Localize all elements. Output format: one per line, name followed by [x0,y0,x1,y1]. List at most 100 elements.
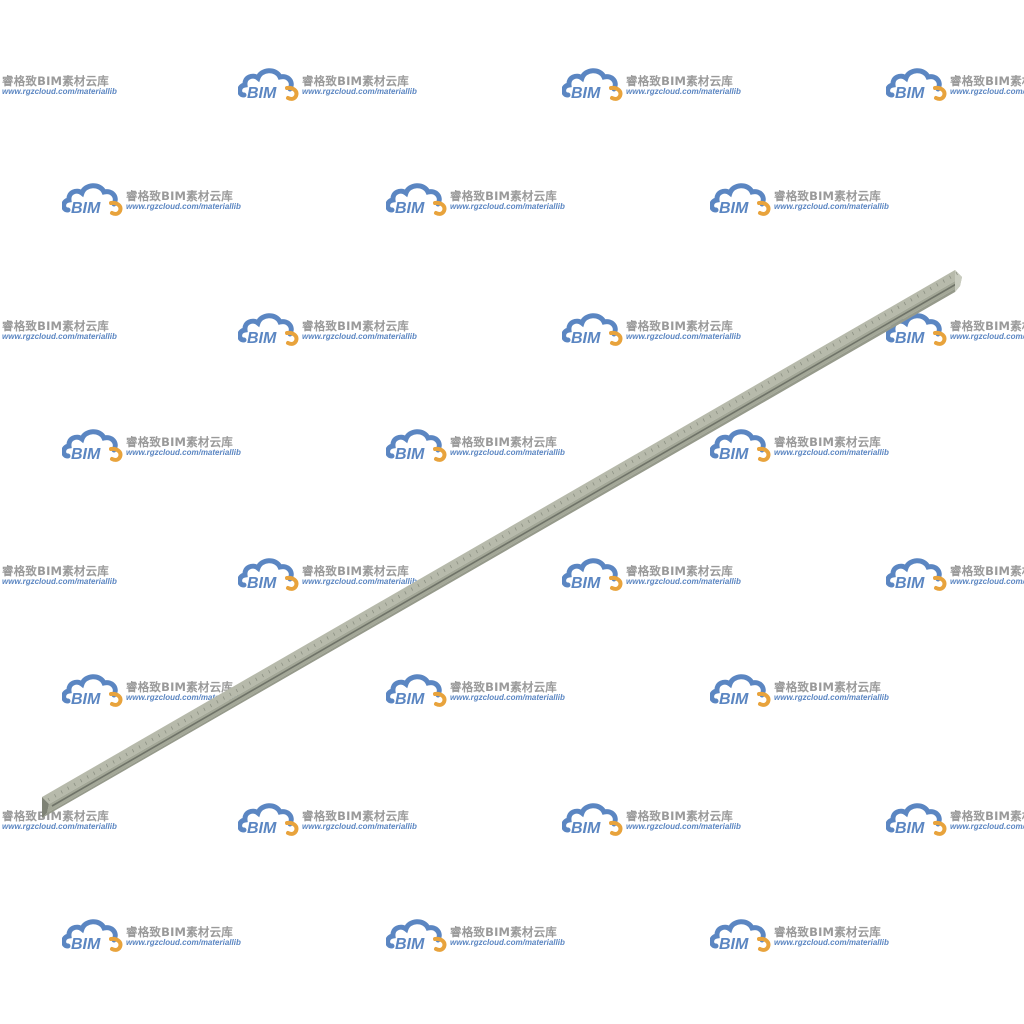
beam-texture-tick [923,290,926,294]
beam-texture-tick [404,591,407,595]
beam-texture-tick [456,561,459,565]
beam-texture-tick [222,696,225,700]
beam-texture-tick [806,358,809,362]
beam-texture-tick [657,444,660,449]
beam-texture-tick [229,692,232,696]
beam-texture-tick [812,354,816,358]
beam-texture-tick [637,455,641,460]
beam-texture-tick [825,346,829,351]
beam-texture-tick [780,373,783,377]
beam-texture-tick [514,527,517,531]
beam-texture-tick [728,403,731,407]
beam-texture-tick [624,463,628,467]
beam-texture-tick [748,392,751,396]
beam-texture-tick [151,737,154,742]
beam-texture-tick [118,756,122,760]
beam-texture-tick [618,467,621,471]
beam-texture-tick [774,377,777,381]
beam-texture-tick [417,583,420,588]
beam-texture-tick [73,782,76,787]
beam-texture-tick [702,418,705,422]
beam-texture-tick [86,775,89,779]
beam-texture-tick [235,688,238,693]
beam-texture-tick [60,790,63,794]
beam-texture-tick [650,448,654,452]
beam-texture-tick [910,298,913,302]
beam-texture-tick [741,395,744,400]
beam-texture-tick [391,598,394,603]
beam-texture-tick [138,745,141,749]
beam-texture-tick [676,433,679,437]
beam-texture-tick [300,651,303,655]
beam-texture-tick [371,609,375,614]
beam-texture-tick [261,673,264,678]
beam-texture-tick [845,335,848,340]
beam-texture-tick [436,572,440,576]
beam-texture-tick [942,279,945,283]
beam-texture-tick [605,474,608,479]
beam-texture-tick [495,538,498,542]
beam-texture-tick [274,666,277,670]
beam-texture-tick [572,493,576,497]
beam-texture-tick [851,331,855,336]
beam-top-flange [42,270,962,804]
beam-texture-tick [890,309,894,313]
beam-texture-tick [333,632,336,636]
beam-texture-tick [709,414,712,418]
beam-texture-tick [488,542,491,546]
beam-texture-tick [345,624,349,629]
beam-texture-tick [715,410,718,415]
beam-texture-tick [903,301,906,306]
beam-texture-tick [475,549,478,554]
beam-texture-tick [177,722,180,727]
beam-texture [47,271,958,802]
beam-texture-tick [696,422,699,426]
beam-texture-tick [955,271,958,276]
beam-texture-tick [832,343,835,347]
beam-texture-tick [47,797,50,802]
beam-texture-tick [255,677,258,681]
beam-texture-tick [326,636,329,640]
beam-bottom-flange [42,286,960,818]
beam-texture-tick [449,564,452,569]
beam-texture-tick [67,786,70,790]
beam-texture-tick [99,767,102,772]
beam-texture-tick [592,482,595,486]
beam-texture-tick [508,531,511,535]
beam-texture-tick [566,497,569,501]
beam-texture-tick [527,519,530,524]
beam-texture-tick [534,516,537,520]
beam-texture-tick [248,681,251,685]
beam-texture-tick [793,365,796,370]
beam-texture-tick [410,587,414,591]
beam-texture-tick [864,324,868,328]
beam-texture-tick [884,313,887,317]
beam-texture-tick [294,655,297,659]
beam-texture-tick [819,350,822,355]
beam-texture-tick [644,452,647,456]
beam-texture-tick [93,771,96,775]
beam-texture-tick [430,576,433,580]
beam-texture-tick [598,478,602,482]
beam-texture-tick [469,553,472,557]
beam-texture-tick [689,425,692,430]
beam-texture-tick [936,283,939,287]
beam-texture-tick [196,711,200,715]
beam-texture-tick [281,662,284,666]
beam-texture-tick [767,380,770,385]
beam-texture-tick [462,557,465,561]
beam-texture-tick [482,546,485,550]
beam-texture-tick [787,369,790,373]
beam-texture-tick [80,779,83,783]
beam-texture-tick [54,794,57,798]
beam-texture-tick [106,764,109,768]
beam-texture-tick [838,339,842,343]
beam-texture-tick [722,407,725,411]
beam-texture-tick [209,703,213,708]
beam-texture-tick [157,733,161,738]
beam-texture-tick [190,715,193,719]
beam-texture-tick [553,504,556,509]
beam-texture-tick [287,658,290,663]
